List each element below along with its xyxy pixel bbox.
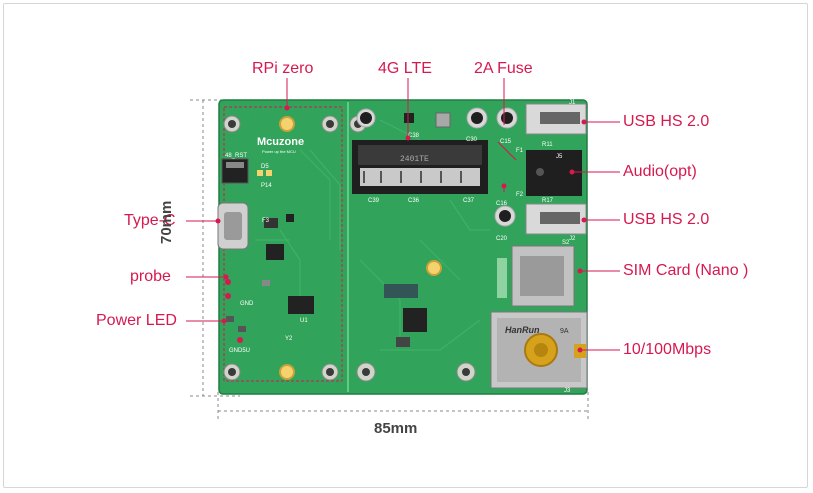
dimension-lines bbox=[190, 99, 589, 420]
callout-lines bbox=[186, 78, 620, 351]
lte-slot bbox=[352, 107, 518, 347]
c38-text: C38 bbox=[408, 133, 420, 139]
u1-text: U1 bbox=[300, 318, 308, 324]
jack-brand: HanRun bbox=[505, 325, 540, 335]
lte-label: 4G LTE bbox=[378, 60, 432, 77]
height-dimension: 70mm bbox=[158, 200, 175, 244]
s2-text: S2 bbox=[562, 240, 570, 246]
rst-text: 48_RST bbox=[225, 153, 247, 159]
gnd5u-text: GND5U bbox=[229, 348, 250, 354]
r17-text: R17 bbox=[542, 198, 554, 204]
c16-text: C16 bbox=[496, 201, 508, 207]
usb-hs-2-label: USB HS 2.0 bbox=[623, 211, 710, 228]
j1-text: J1 bbox=[569, 100, 576, 106]
c15-text: C15 bbox=[500, 139, 512, 145]
logo-sub-text: Power up the MCU bbox=[262, 149, 296, 154]
audio-label: Audio(opt) bbox=[623, 163, 697, 180]
c37-text: C37 bbox=[463, 198, 475, 204]
power-led-label: Power LED bbox=[96, 312, 177, 329]
f2-text: F2 bbox=[516, 192, 524, 198]
chip-code: 2401TE bbox=[400, 155, 429, 164]
jack-sub: 9A bbox=[560, 328, 569, 335]
ethernet-label: 10/100Mbps bbox=[623, 341, 712, 358]
j3-text: J3 bbox=[564, 388, 571, 394]
r11-text: R11 bbox=[542, 142, 553, 148]
c39-text: C39 bbox=[368, 198, 380, 204]
rpi-components bbox=[217, 158, 314, 343]
probe-label: probe bbox=[130, 268, 171, 285]
rpi-zero-label: RPi zero bbox=[252, 60, 314, 77]
gnd-text: GND bbox=[240, 301, 254, 307]
usb-hs-1-label: USB HS 2.0 bbox=[623, 113, 710, 130]
c30-text: C30 bbox=[466, 137, 478, 143]
width-dimension: 85mm bbox=[374, 420, 418, 437]
logo-text: Mcuzone bbox=[257, 136, 304, 148]
mounting-holes bbox=[223, 115, 476, 382]
j5-text: J5 bbox=[556, 154, 563, 160]
f1-text: F1 bbox=[516, 148, 524, 154]
j2-text: J2 bbox=[569, 236, 576, 242]
image-frame bbox=[3, 3, 808, 488]
y2-text: Y2 bbox=[285, 336, 293, 342]
f3-text: F3 bbox=[262, 218, 270, 224]
c20-text: C20 bbox=[496, 236, 508, 242]
right-connectors bbox=[490, 103, 588, 389]
p14-text: P14 bbox=[261, 183, 272, 189]
c36-text: C36 bbox=[408, 198, 420, 204]
callout-dots bbox=[215, 105, 587, 353]
fuse-label: 2A Fuse bbox=[474, 60, 533, 77]
d5-text: D5 bbox=[261, 164, 269, 170]
silkscreen: Mcuzone Power up the MCU 48_RST D5 P14 F… bbox=[225, 100, 576, 394]
type-c-label: Type-C bbox=[124, 212, 176, 229]
sim-card-label: SIM Card (Nano ) bbox=[623, 262, 749, 279]
